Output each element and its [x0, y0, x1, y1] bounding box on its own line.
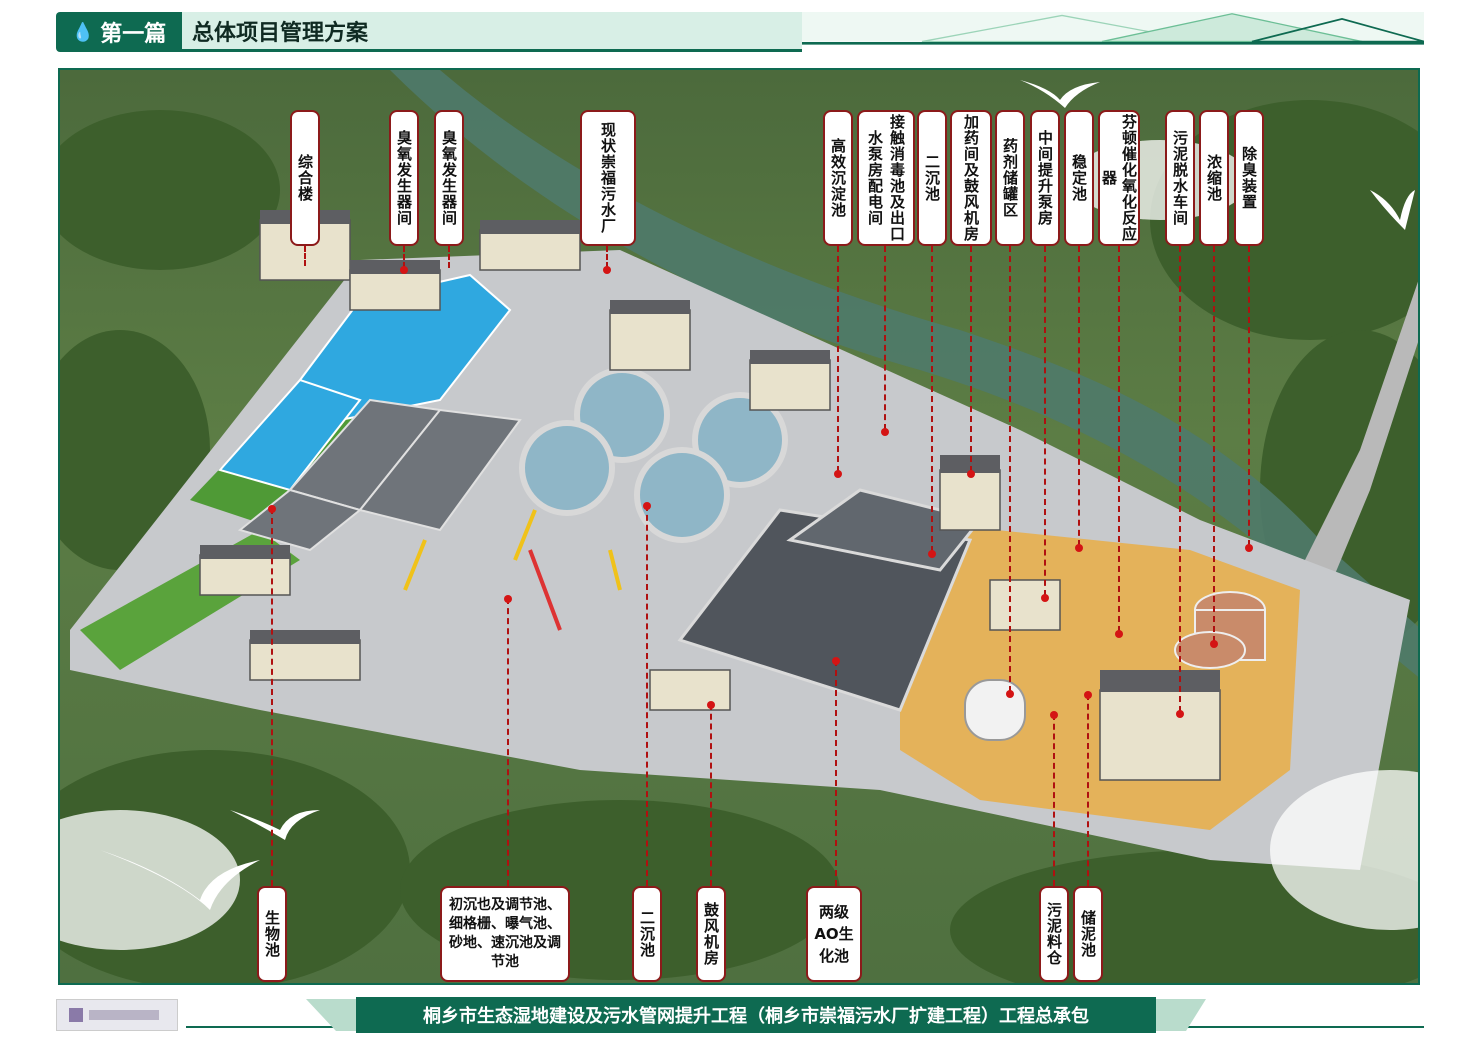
river	[390, 70, 1418, 677]
marker-chuchen	[504, 595, 512, 603]
leader-ao	[835, 660, 837, 886]
leader-shengwu	[271, 508, 273, 886]
marker-yaoji	[1006, 690, 1014, 698]
page-footer: 桐乡市生态湿地建设及污水管网提升工程（桐乡市崇福污水厂扩建工程）工程总承包	[56, 997, 1424, 1033]
label-zhongjian: 中间提升泵房	[1030, 110, 1060, 246]
label-gufeng: 鼓风机房	[696, 886, 726, 982]
label-fenton: 芬顿催化氧化反应器	[1098, 110, 1140, 246]
marker-erchen-top	[928, 550, 936, 558]
leader-jiechu	[884, 246, 886, 430]
water-drop-icon: 💧	[71, 21, 95, 43]
plant-illustration	[60, 70, 1418, 983]
leader-yaoji	[1009, 246, 1011, 692]
leader-chouyang-2	[448, 246, 450, 268]
marker-fenton	[1115, 630, 1123, 638]
leader-chuni	[1087, 694, 1089, 886]
page-header: 💧 第一篇 总体项目管理方案	[56, 12, 1424, 58]
header-decoration	[802, 12, 1424, 45]
marker-jiechu	[881, 428, 889, 436]
marker-zhongjian	[1041, 594, 1049, 602]
leader-nongsuo	[1213, 246, 1215, 642]
label-gaoxiao: 高效沉淀池	[823, 110, 853, 246]
thickener-tanks	[1174, 591, 1266, 669]
label-chuni: 储泥池	[1073, 886, 1103, 982]
leader-jiayao	[970, 246, 972, 472]
label-chouyang-2: 臭氧发生器间	[434, 110, 464, 246]
leader-xianzhuang	[606, 246, 608, 268]
leader-wuni-tuoshui	[1179, 246, 1181, 712]
company-logo	[56, 999, 178, 1031]
construction-cranes	[403, 509, 622, 631]
label-yaoji: 药剂储罐区	[995, 110, 1025, 246]
leader-erchen-bottom	[646, 505, 648, 886]
marker-chouyang-1	[400, 266, 408, 274]
label-chouyang-1: 臭氧发生器间	[389, 110, 419, 246]
leader-chuchou	[1248, 246, 1250, 546]
marker-chuchou	[1245, 544, 1253, 552]
leader-wending	[1078, 246, 1080, 546]
marker-shengwu	[268, 505, 276, 513]
road	[1290, 281, 1418, 610]
building-roofs	[200, 210, 1220, 692]
marker-ao	[832, 657, 840, 665]
label-erchen-top: 二沉池	[917, 110, 947, 246]
grey-tank-array	[237, 398, 522, 552]
marker-wuni-tuoshui	[1176, 710, 1184, 718]
project-banner: 桐乡市生态湿地建设及污水管网提升工程（桐乡市崇福污水厂扩建工程）工程总承包	[356, 997, 1156, 1033]
leader-chouyang-1	[403, 246, 405, 268]
leader-gufeng	[710, 704, 712, 886]
chapter-label: 第一篇	[100, 22, 167, 47]
blue-tank-array	[218, 273, 512, 492]
label-nongsuo: 浓缩池	[1199, 110, 1229, 246]
leader-fenton	[1118, 246, 1120, 632]
marker-wuniliaocang	[1050, 711, 1058, 719]
marker-gufeng	[707, 701, 715, 709]
marker-gaoxiao	[834, 470, 842, 478]
label-xianzhuang: 现状崇福污水厂	[580, 110, 636, 246]
buildings	[199, 219, 1221, 781]
birds	[100, 80, 1415, 910]
label-shengwu: 生物池	[257, 886, 287, 982]
label-chuchen: 初沉也及调节池、细格栅、曝气池、砂地、速沉池及调节池	[440, 886, 570, 982]
label-wuni-tuoshui: 污泥脱水车间	[1165, 110, 1195, 246]
marker-erchen-bottom	[643, 502, 651, 510]
chemical-tank	[964, 679, 1026, 741]
leader-wuniliaocang	[1053, 714, 1055, 886]
marker-xianzhuang	[603, 266, 611, 274]
chapter-badge: 💧 第一篇	[56, 12, 182, 52]
leader-zhongjian	[1044, 246, 1046, 596]
label-wuniliaocang: 污泥料仓	[1039, 886, 1069, 982]
logo-mark	[69, 1008, 159, 1022]
marker-wending	[1075, 544, 1083, 552]
leader-erchen-top	[931, 246, 933, 552]
leader-zonghelou	[304, 246, 306, 266]
leader-gaoxiao	[837, 246, 839, 472]
label-jiayao: 加药间及鼓风机房	[950, 110, 992, 246]
label-jiechu: 接触消毒池及出口水泵房配电间	[857, 110, 915, 246]
page-title: 总体项目管理方案	[182, 12, 802, 52]
marker-nongsuo	[1210, 640, 1218, 648]
label-chuchou: 除臭装置	[1234, 110, 1264, 246]
marker-chuni	[1084, 691, 1092, 699]
label-erchen-bottom: 二沉池	[632, 886, 662, 982]
label-zonghelou: 综合楼	[290, 110, 320, 246]
circular-clarifiers	[519, 367, 788, 543]
marker-jiayao	[967, 470, 975, 478]
label-ao: 两级AO生化池	[806, 886, 862, 982]
leader-chuchen	[507, 598, 509, 886]
label-wending: 稳定池	[1064, 110, 1094, 246]
